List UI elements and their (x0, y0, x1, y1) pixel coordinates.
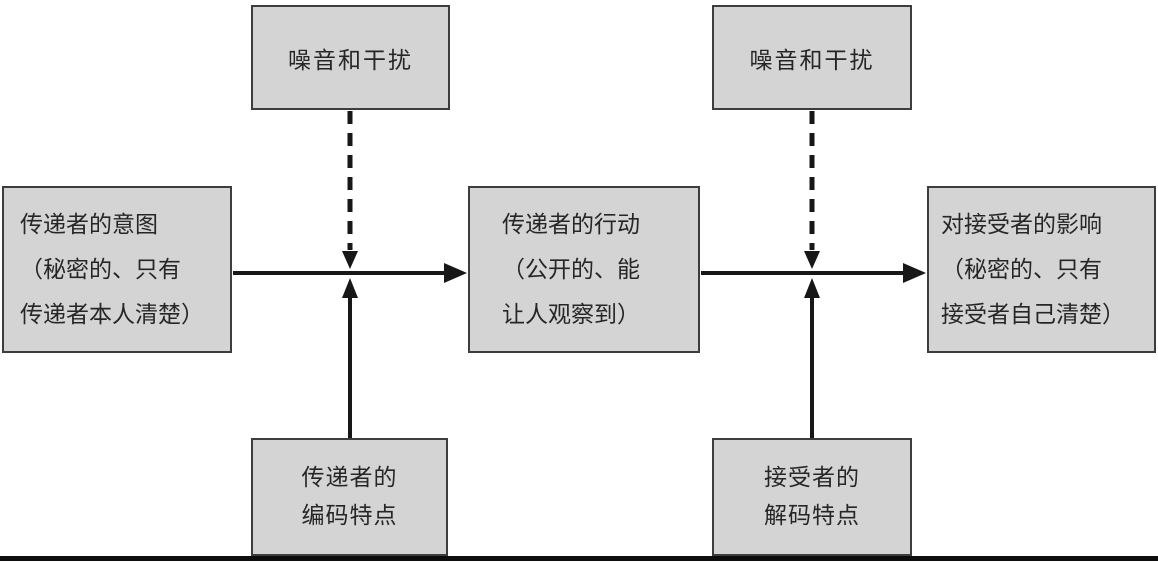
node-sender-action-line2: （公开的、能 (502, 257, 640, 282)
arrow-encoding-up (342, 278, 358, 438)
node-receiver-effect: 对接受者的影响 （秘密的、只有 接受者自己清楚） (927, 186, 1156, 353)
node-noise-right: 噪音和干扰 (712, 5, 912, 110)
arrow-noise-left-down (342, 111, 358, 269)
arrow-action-to-effect (701, 263, 926, 283)
node-sender-intent: 传递者的意图 （秘密的、只有 传递者本人清楚） (2, 186, 232, 353)
node-sender-encoding-line2: 编码特点 (301, 503, 398, 528)
node-sender-intent-line1: 传递者的意图 (20, 212, 158, 237)
node-noise-left-label: 噪音和干扰 (288, 47, 413, 73)
node-receiver-decoding-line1: 接受者的 (764, 465, 860, 490)
arrow-decoding-up (804, 278, 820, 438)
node-sender-encoding-line1: 传递者的 (301, 465, 398, 490)
node-sender-action: 传递者的行动 （公开的、能 让人观察到） (468, 186, 700, 353)
node-sender-intent-line3: 传递者本人清楚） (20, 302, 204, 327)
node-receiver-effect-line1: 对接受者的影响 (941, 212, 1102, 237)
node-sender-encoding: 传递者的 编码特点 (251, 438, 448, 556)
node-receiver-decoding-line2: 解码特点 (764, 503, 860, 528)
node-noise-left: 噪音和干扰 (251, 5, 450, 110)
node-sender-action-line3: 让人观察到） (502, 302, 640, 327)
arrow-noise-right-down (804, 111, 820, 269)
node-sender-action-line1: 传递者的行动 (502, 212, 640, 237)
arrow-intent-to-action (233, 263, 467, 283)
node-noise-right-label: 噪音和干扰 (749, 47, 875, 73)
node-receiver-effect-line3: 接受者自己清楚） (941, 302, 1125, 327)
node-receiver-decoding: 接受者的 解码特点 (712, 438, 912, 556)
node-sender-intent-line2: （秘密的、只有 (20, 257, 181, 282)
node-receiver-effect-line2: （秘密的、只有 (941, 257, 1102, 282)
page-bottom-rule (0, 556, 1158, 561)
